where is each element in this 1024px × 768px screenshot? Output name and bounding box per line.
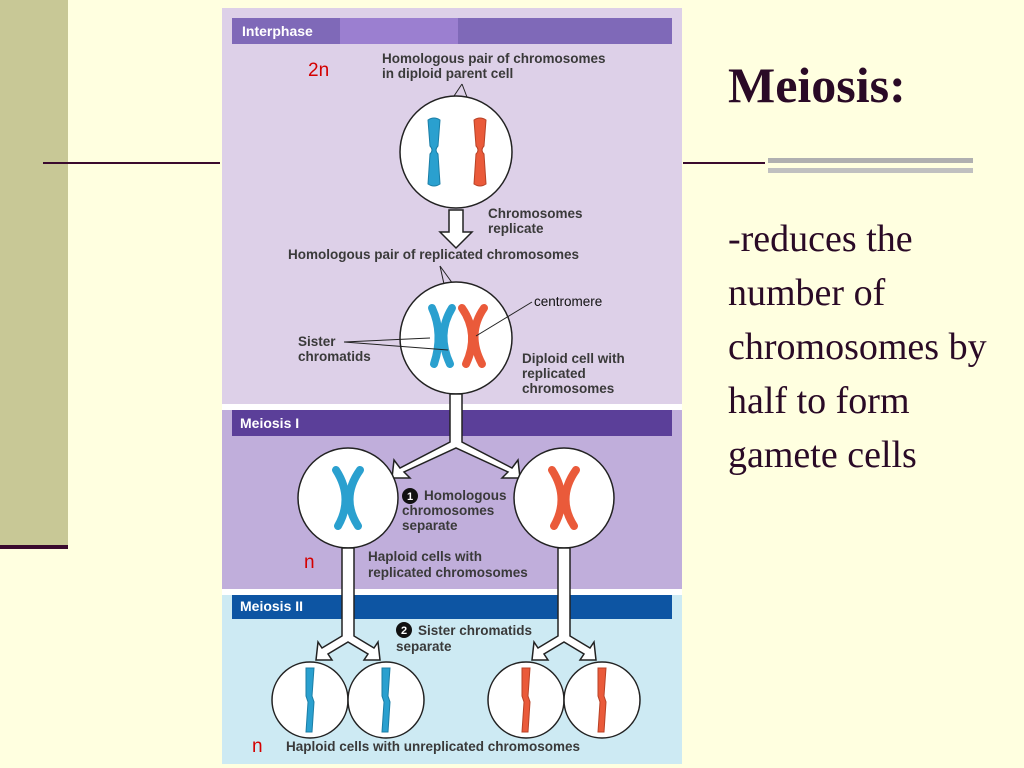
final-cell-2 <box>347 661 425 739</box>
blue-chromosome <box>427 117 441 187</box>
step2-badge <box>396 622 412 638</box>
label-step2-1: Sister chromatids <box>418 623 532 638</box>
label-haploid-1: Haploid cells with <box>368 549 482 564</box>
label-diploid-2: replicated <box>522 366 586 381</box>
label-replicated-pair: Homologous pair of replicated chromosome… <box>288 247 579 262</box>
label-haploid-2: replicated chromosomes <box>368 565 528 580</box>
label-replicate-2: replicate <box>488 221 544 236</box>
arrow-meiosis2-right <box>531 547 597 661</box>
step2-number: 2 <box>401 625 407 637</box>
arrow-meiosis2-left <box>315 547 381 661</box>
left-decor-line <box>0 545 68 549</box>
label-step2-2: separate <box>396 639 452 654</box>
meiosis1-cell-red <box>513 447 615 549</box>
label-final: Haploid cells with unreplicated chromoso… <box>286 739 580 754</box>
slide-title: Meiosis: <box>728 57 906 113</box>
slide-body-text: -reduces the number of chromosomes by ha… <box>728 218 987 476</box>
final-cell-4 <box>563 661 641 739</box>
label-replicate-1: Chromosomes <box>488 206 583 221</box>
divider-left <box>43 162 220 164</box>
label-centromere: centromere <box>534 294 602 309</box>
blue-replicated-chromosome <box>428 304 456 368</box>
label-diploid-1: Diploid cell with <box>522 351 625 366</box>
divider-right <box>683 162 765 164</box>
meiosis1-header: Meiosis I <box>240 415 299 431</box>
ploidy-label-n-meiosis1: n <box>304 552 315 573</box>
red-replicated-chromosome <box>458 304 488 368</box>
label-sister-1: Sister <box>298 334 336 349</box>
final-cell-1 <box>271 661 349 739</box>
label-sister-2: chromatids <box>298 349 371 364</box>
interphase-header: Interphase <box>242 23 313 39</box>
label-diploid-3: chromosomes <box>522 381 614 396</box>
replicated-diploid-cell <box>399 281 513 395</box>
label-homologous-pair-1: Homologous pair of chromosomes <box>382 51 606 66</box>
meiosis1-cell-blue <box>297 447 399 549</box>
step1-number: 1 <box>407 491 413 503</box>
label-homologous-pair-2: in diploid parent cell <box>382 66 513 81</box>
label-step1-3: separate <box>402 518 458 533</box>
ploidy-label-2n: 2n <box>308 60 329 81</box>
meiosis2-header: Meiosis II <box>240 598 303 614</box>
step1-badge <box>402 488 418 504</box>
ploidy-label-n-meiosis2: n <box>252 736 263 757</box>
divider-gray-double <box>768 158 973 180</box>
red-chromosome <box>473 117 487 187</box>
parent-cell <box>399 95 513 209</box>
final-cell-3 <box>487 661 565 739</box>
arrow-meiosis1-split <box>391 393 521 479</box>
meiosis-diagram: Interphase Meiosis I Meiosis II 2n n n H… <box>222 8 682 764</box>
meiosis2-header-bar <box>232 595 672 619</box>
label-step1-2: chromosomes <box>402 503 494 518</box>
left-decor-band <box>0 0 68 545</box>
arrow-replicate <box>438 209 474 250</box>
label-step1-1: Homologous <box>424 488 507 503</box>
